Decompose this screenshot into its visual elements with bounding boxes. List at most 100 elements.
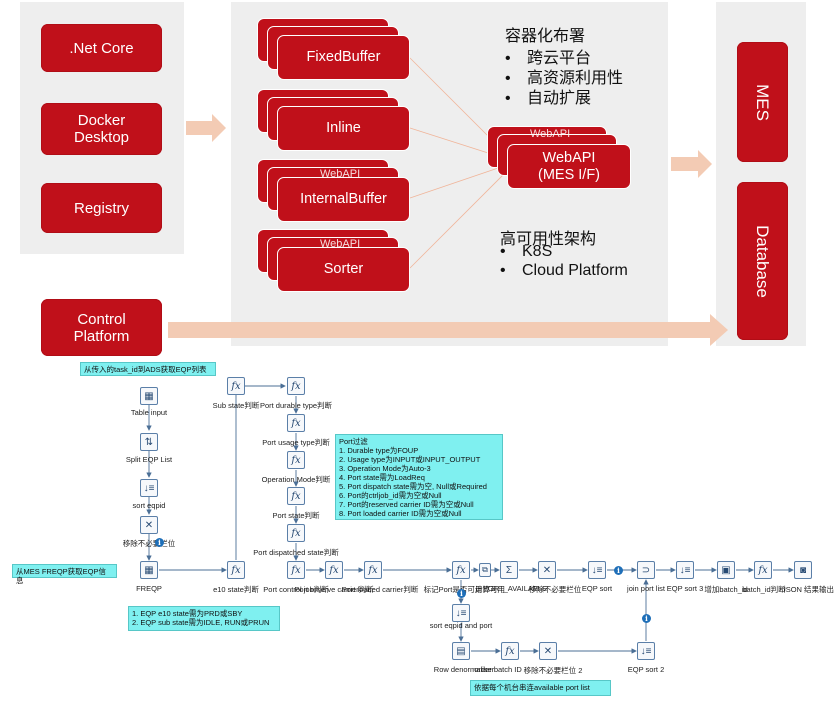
split-eqp-list-label: Split EQP List [125,455,173,464]
freqp-label: FREQP [136,584,162,593]
json-output-node[interactable]: ◙ [794,561,812,579]
remove-fields-3-label: 移除不必要栏位 2 [523,666,583,675]
json-output-label: JSON 结果输出 [781,585,834,594]
inline-box: Inline [277,106,410,151]
containerization-item-label: 跨云平台 [527,50,592,67]
port-control-fx-node[interactable]: fx [287,561,305,579]
registry-box: Registry [41,183,162,233]
port-control-label: Port control job判断 [263,585,329,594]
bullet-dot: • [505,70,511,87]
high-availability-item: • Cloud Platform [500,262,628,280]
high-availability-item-label: K8S [522,243,553,260]
remove-fields-node[interactable]: ✕ [140,516,158,534]
fixedbuffer-box: FixedBuffer [277,35,410,80]
webapi-mes-if-box: WebAPI (MES I/F) [507,144,631,189]
split-eqp-list-node[interactable]: ⇅ [140,433,158,451]
note-eqp-state: 1. EQP e10 state需为PRD或SBY 2. EQP sub sta… [128,606,280,631]
port-loaded-fx-node[interactable]: fx [364,561,382,579]
bullet-dot: • [505,50,511,67]
note-available-port: 依据每个机台串连available port list [470,680,611,696]
port-reserve-label: Port reserve carrier判断 [294,585,374,594]
e10-state-fx-node[interactable]: fx [227,561,245,579]
docker-desktop-box: Docker Desktop [41,103,162,155]
add-batch-id-label: 增加batch_id [704,585,748,594]
row-denormaliser-node[interactable]: ▤ [452,642,470,660]
arrow-left-to-center [186,114,226,142]
sub-state-fx-node[interactable]: fx [227,377,245,395]
containerization-item-label: 自动扩展 [527,90,592,107]
add-batch-id-node[interactable]: ▣ [717,561,735,579]
eqp-sort-label: EQP sort [581,584,613,593]
internalbuffer-box: InternalBuffer [277,177,410,222]
freqp-node[interactable]: ▦ [140,561,158,579]
operation-mode-label: Operation Mode判断 [261,475,331,484]
batch-id-check-fx-node[interactable]: fx [754,561,772,579]
remove-fields-label: 移除不必要栏位 [122,539,176,548]
info-icon: i [155,538,164,547]
bullet-dot: • [505,90,511,107]
dotnet-core-box: .Net Core [41,24,162,72]
eqp-sort-node[interactable]: ↓≡ [588,561,606,579]
eqp-sort-3-node[interactable]: ↓≡ [676,561,694,579]
eqp-sort-2-node[interactable]: ↓≡ [637,642,655,660]
control-platform-box: Control Platform [41,299,162,356]
remove-fields-3-node[interactable]: ✕ [539,642,557,660]
high-availability-item-label: Cloud Platform [522,262,628,279]
calc-available-label: 计算可用 [475,585,505,594]
sorter-box: Sorter [277,247,410,292]
containerization-item: • 自动扩展 [505,84,591,108]
sort-eqpid-port-label: sort eqpid and port [429,621,493,630]
sort-eqpid-port-node[interactable]: ↓≡ [452,604,470,622]
bullet-dot: • [500,243,506,260]
info-icon: i [614,566,623,575]
port-dispatched-label: Port dispatched state判断 [253,548,339,557]
table-input-label: Table input [130,408,168,417]
remove-fields-2-node[interactable]: ✕ [538,561,556,579]
high-availability-title: 高可用性架构 [500,231,597,248]
mark-port-fx-node[interactable]: fx [452,561,470,579]
join-port-list-node[interactable]: ⊃ [637,561,655,579]
port-reserve-fx-node[interactable]: fx [325,561,343,579]
containerization-item-label: 高资源利用性 [527,70,624,87]
mes-box: MES [737,42,788,162]
port-dispatched-fx-node[interactable]: fx [287,524,305,542]
note-port-filter: Port过滤 1. Durable type为FOUP 2. Usage typ… [335,434,503,520]
high-availability-item: • K8S [500,243,552,261]
sub-state-label: Sub state判断 [212,401,260,410]
note-task-id: 从传入的task_id到ADS获取EQP列表 [80,362,216,376]
arrow-center-to-right [671,150,712,178]
table-input-node[interactable]: ▦ [140,387,158,405]
webapi-ghost-label: WebAPI [530,128,571,140]
port-durable-fx-node[interactable]: fx [287,377,305,395]
port-loaded-label: Port loaded carrier判断 [341,585,419,594]
bullet-dot: • [500,262,506,279]
containerization-item: • 高资源利用性 [505,64,623,88]
remove-fields-2-label: 移除不必要栏位 [528,585,582,594]
port-available-node[interactable]: Σ [500,561,518,579]
database-box: Database [737,182,788,340]
containerization-title: 容器化布署 [505,28,586,45]
info-icon: i [642,614,651,623]
operation-mode-fx-node[interactable]: fx [287,451,305,469]
order-batch-id-label: order batch ID [474,665,522,674]
port-usage-fx-node[interactable]: fx [287,414,305,432]
e10-state-label: e10 state判断 [213,585,259,594]
port-available-label: PORT_AVAILABLE [482,584,548,593]
copy-rows-node[interactable]: ⧉ [479,563,491,577]
port-state-fx-node[interactable]: fx [287,487,305,505]
port-durable-label: Port durable type判断 [259,401,333,410]
containerization-item: • 跨云平台 [505,44,591,68]
architecture-arrows [168,57,728,346]
info-icon: i [457,589,466,598]
sort-eqpid-node[interactable]: ↓≡ [140,479,158,497]
eqp-sort-3-label: EQP sort 3 [666,584,704,593]
port-usage-label: Port usage type判断 [262,438,330,447]
batch-id-check-label: batch_id判断 [742,585,786,594]
note-mes-freqp: 从MES FREQP获取EQP信息 [12,564,117,585]
sort-eqpid-label: sort eqpid [132,501,166,510]
eqp-sort-2-label: EQP sort 2 [627,665,665,674]
join-port-list-label: join port list [627,584,665,593]
order-batch-id-fx-node[interactable]: fx [501,642,519,660]
port-state-label: Port state判断 [272,511,320,520]
